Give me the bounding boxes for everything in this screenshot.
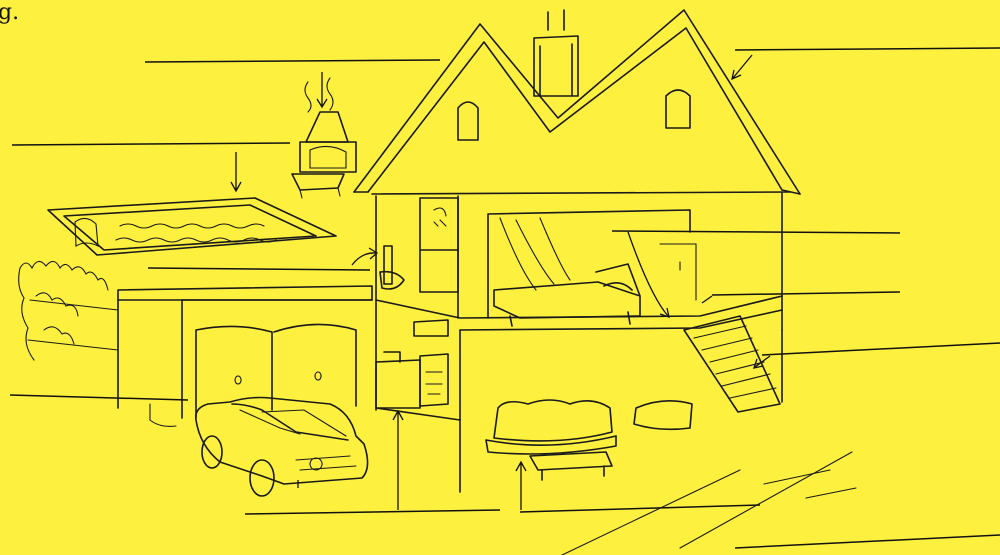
arrow-kitchen (393, 411, 403, 510)
blank-line-living-room (520, 505, 760, 512)
arrow-pool (231, 152, 241, 191)
barbecue-drawing (292, 78, 356, 198)
blank-line-pool (12, 143, 290, 145)
blank-line-bathroom (148, 268, 370, 270)
arrow-attic (732, 55, 752, 79)
arrow-living-room (516, 462, 526, 510)
blank-line-upstairs (712, 292, 900, 295)
blank-line-barbecue (145, 60, 440, 62)
car-drawing (196, 398, 368, 497)
arrow-upstairs (702, 296, 712, 303)
blank-line-garage (10, 395, 188, 400)
arrow-bathroom (352, 248, 377, 265)
smoke (305, 82, 311, 112)
blank-line-attic (735, 48, 1000, 50)
arrow-bedroom (628, 232, 669, 317)
label-lines (10, 48, 1000, 548)
blank-line-bedroom (612, 231, 900, 233)
blank-line-stairs (762, 343, 1000, 355)
house-drawing (354, 10, 800, 492)
arrow-barbecue (317, 72, 327, 107)
blank-line-kitchen (245, 510, 500, 514)
swimming-pool-drawing (48, 198, 336, 255)
blank-line-car (735, 535, 1000, 548)
hedge-drawing (19, 261, 118, 360)
